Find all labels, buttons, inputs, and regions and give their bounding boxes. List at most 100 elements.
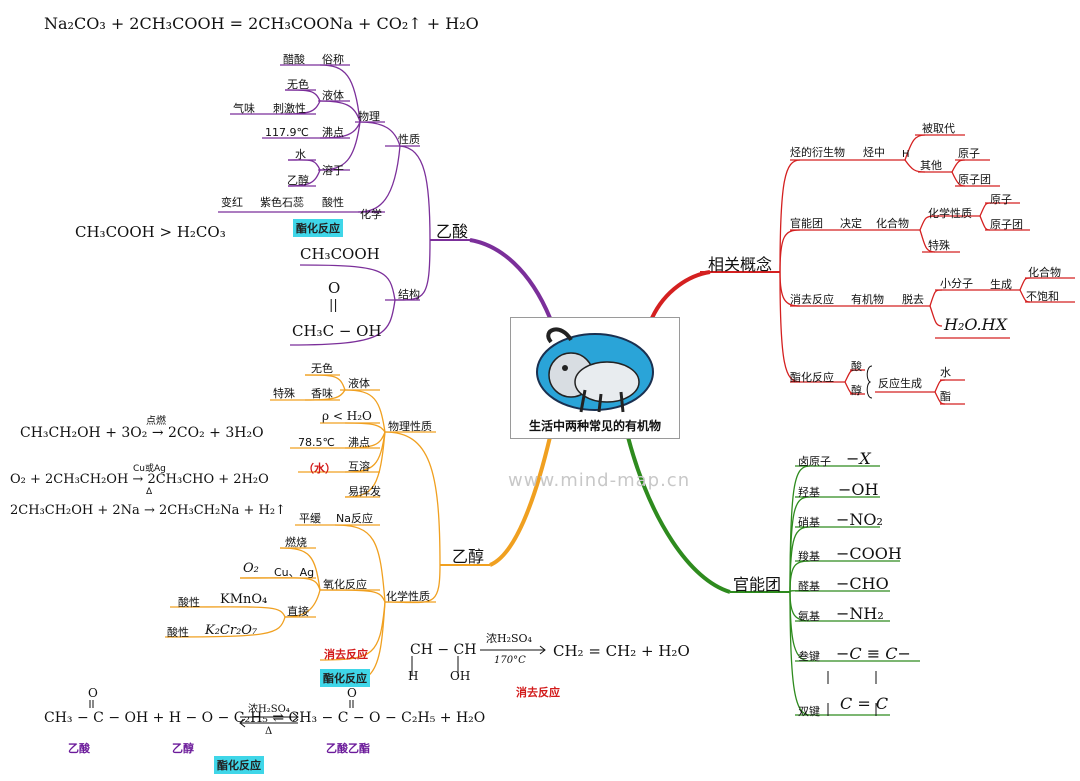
alcohol-density: ρ < H₂O — [322, 409, 372, 423]
acid-litmus: 紫色石蕊 — [260, 196, 304, 209]
functional-group-label: 叁键 — [798, 650, 820, 663]
alcohol-miscible: 互溶 — [348, 460, 370, 473]
ester-acid-condition: 浓H₂SO₄ — [248, 704, 290, 715]
alcohol-acidic-2: 酸性 — [167, 626, 189, 639]
alcohol-kmno4: KMnO₄ — [220, 592, 268, 607]
elimination-acid-condition: 浓H₂SO₄ — [486, 632, 532, 645]
concept-special: 特殊 — [928, 239, 950, 252]
functional-group-formula: −OH — [838, 480, 879, 499]
alcohol-oxygen: O₂ — [243, 561, 259, 576]
alcohol-main-branch — [489, 436, 552, 567]
acid-esterification-tag: 酯化反应 — [293, 219, 343, 237]
functional-group-label: 双键 — [798, 705, 820, 718]
alcohol-colorless: 无色 — [311, 362, 333, 375]
acid-boiling-value: 117.9℃ — [265, 126, 309, 139]
concept-atom: 原子 — [958, 147, 980, 160]
ester-ethanol-label: 乙醇 — [172, 742, 194, 755]
acid-physical: 物理 — [358, 110, 380, 123]
alcohol-cu-ag: Cu、Ag — [274, 566, 315, 579]
concept-main-branch — [650, 270, 711, 319]
functional-group-label: 卤原子 — [798, 455, 831, 468]
alcohol-water-note: （水） — [303, 462, 336, 475]
concept-atom-group: 原子团 — [958, 173, 991, 186]
alcohol-elimination: 消去反应 — [324, 648, 368, 661]
concept-esterification: 酯化反应 — [790, 371, 834, 384]
functional-group-formula: −COOH — [836, 544, 902, 563]
functional-group-label: 硝基 — [798, 516, 820, 529]
alcohol-gentle: 平缓 — [299, 512, 321, 525]
concept-chemical-property: 化学性质 — [928, 207, 972, 220]
acid-chemical: 化学 — [360, 208, 382, 221]
acid-struct-formula: CH₃C − OH — [292, 322, 382, 340]
acid-branches — [218, 64, 431, 346]
acid-main-branch — [469, 238, 552, 319]
combustion-equation: CH₃CH₂OH + 3O₂ → 2CO₂ + 3H₂O — [20, 425, 264, 441]
alcohol-oxidation: 氧化反应 — [323, 578, 367, 591]
functional-group-label: 羧基 — [798, 550, 820, 563]
center-node: 生活中两种常见的有机物 — [510, 317, 680, 439]
concept-compound: 化合物 — [876, 217, 909, 230]
alcohol-branches — [164, 374, 441, 686]
acid-liquid: 液体 — [322, 89, 344, 102]
elimination-product: CH₂ = CH₂ + H₂O — [553, 642, 690, 660]
alcohol-boiling-point: 沸点 — [348, 436, 370, 449]
acid-water: 水 — [295, 148, 306, 161]
functional-group-formula: C = C — [840, 694, 889, 713]
concept-substituted: 被取代 — [922, 122, 955, 135]
concept-acid: 酸 — [851, 360, 862, 373]
concept-react-produce: 反应生成 — [878, 377, 922, 390]
elimination-h: H — [408, 669, 419, 683]
concept-ester: 酯 — [940, 390, 951, 403]
acid-colorless: 无色 — [287, 78, 309, 91]
functional-group-formula: −CHO — [836, 574, 889, 593]
acid-structure: 结构 — [398, 288, 420, 301]
acid-ethanol: 乙醇 — [287, 174, 309, 187]
alcohol-acidic-1: 酸性 — [178, 596, 200, 609]
concept-remove: 脱去 — [902, 293, 924, 306]
acid-property: 性质 — [398, 133, 420, 146]
acid-struct-double-bond: || — [329, 298, 338, 313]
acid-strength-compare: CH₃COOH > H₂CO₃ — [75, 223, 226, 241]
acid-odor: 气味 — [233, 102, 255, 115]
oxidation-catalyst: Cu或Ag — [133, 464, 166, 474]
concept-alcohol: 醇 — [851, 384, 862, 397]
elimination-label: 消去反应 — [516, 686, 560, 699]
acid-common-name-label: 俗称 — [322, 53, 344, 66]
center-title: 生活中两种常见的有机物 — [528, 419, 661, 433]
alcohol-branch-label: 乙醇 — [452, 547, 485, 566]
ester-acetic-acid-label: 乙酸 — [68, 742, 90, 755]
top-equation: Na₂CO₃ + 2CH₃COOH = 2CH₃COONa + CO₂↑ + H… — [44, 14, 479, 33]
concept-water-hx: H₂O.HX — [944, 315, 1007, 334]
ester-heat: Δ — [265, 726, 273, 737]
elimination-reactant: CH − CH — [410, 642, 477, 658]
alcohol-direct: 直接 — [287, 605, 309, 618]
concept-branch-label: 相关概念 — [708, 255, 773, 274]
goat-illustration — [536, 327, 654, 413]
alcohol-special: 特殊 — [273, 387, 295, 400]
acid-branch-label: 乙酸 — [436, 222, 469, 241]
alcohol-volatile: 易挥发 — [348, 485, 381, 498]
functional-group-formula: −X — [846, 449, 871, 468]
ester-oxygen-2: O — [347, 686, 357, 700]
alcohol-chemical-property: 化学性质 — [386, 590, 430, 603]
esterification-equation: CH₃ − C − OH + H − O − C₂H₅ ⇌ CH₃ − C − … — [44, 710, 486, 726]
ester-reaction-tag: 酯化反应 — [214, 756, 264, 774]
oxidation-equation: O₂ + 2CH₃CH₂OH → 2CH₃CHO + 2H₂O — [10, 472, 269, 487]
concept-determines: 决定 — [840, 217, 862, 230]
concept-atom-2: 原子 — [990, 193, 1012, 206]
alcohol-na-reaction: Na反应 — [336, 512, 373, 525]
functional-main-branch — [626, 436, 731, 594]
acid-boiling-point: 沸点 — [322, 126, 344, 139]
concept-elimination: 消去反应 — [790, 293, 834, 306]
concept-generate: 生成 — [990, 278, 1012, 291]
combustion-condition: 点燃 — [146, 416, 166, 427]
functional-branches — [789, 465, 920, 716]
acid-soluble: 溶于 — [322, 164, 344, 177]
alcohol-boiling-value: 78.5℃ — [298, 436, 335, 449]
acid-acidity: 酸性 — [322, 196, 344, 209]
oxidation-heat: Δ — [146, 487, 153, 497]
alcohol-combustion: 燃烧 — [285, 536, 307, 549]
concept-derivative: 烃的衍生物 — [790, 146, 845, 159]
alcohol-fragrance: 香味 — [311, 387, 333, 400]
